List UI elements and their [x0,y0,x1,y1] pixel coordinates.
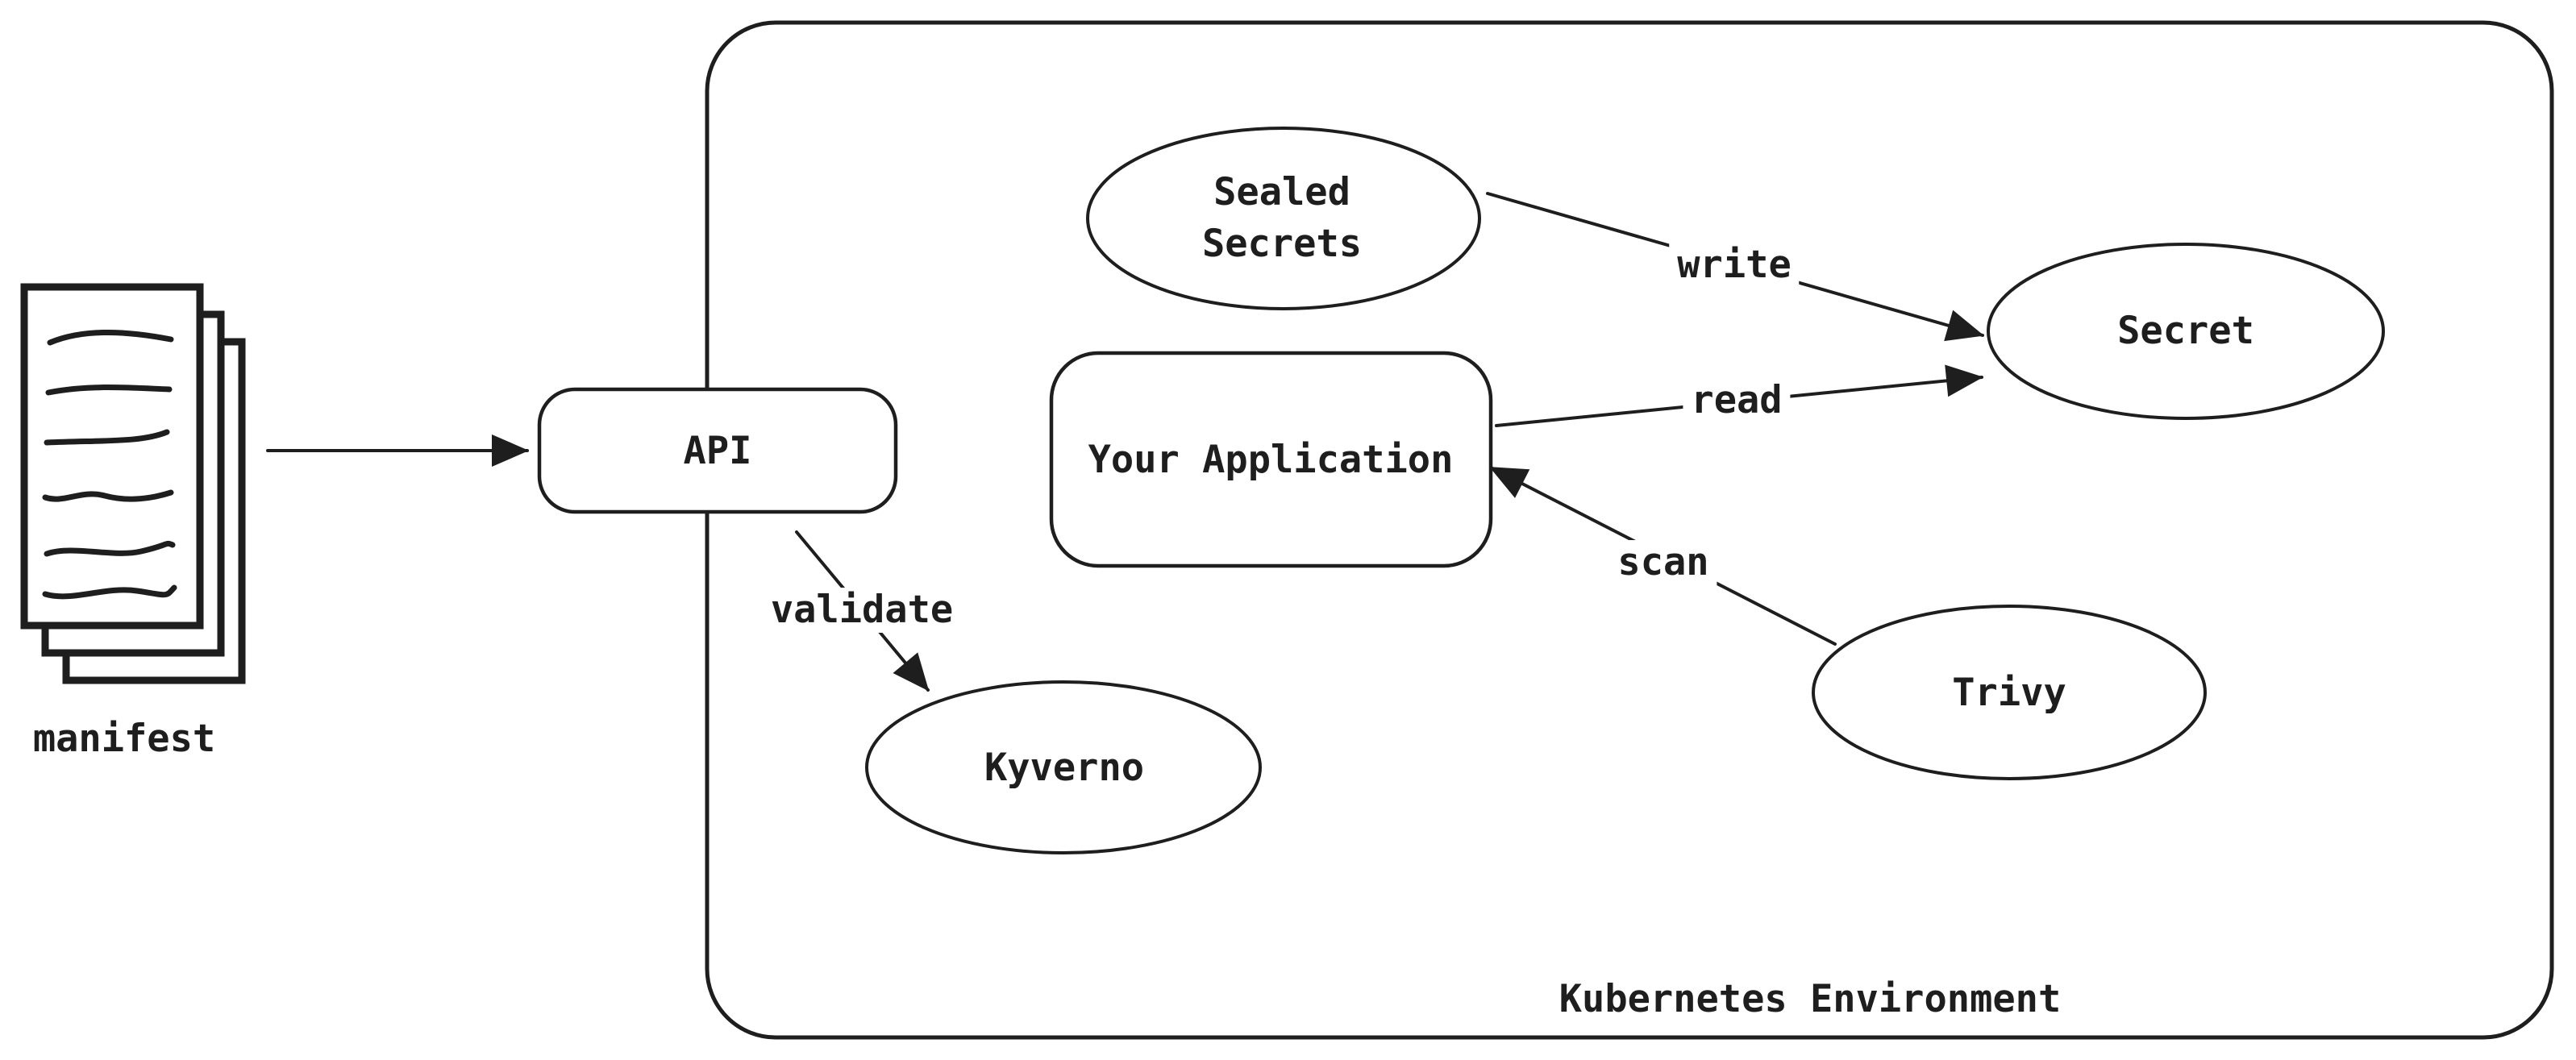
edge-label-validate: validate [762,588,962,633]
api-label: API [683,429,752,473]
document-stack-icon [20,283,246,684]
kyverno-label: Kyverno [984,746,1145,790]
sealed-secrets-label: Sealed Secrets [1202,167,1362,270]
kyverno-node-shape [865,680,1262,854]
trivy-node-shape [1812,605,2207,780]
secret-node-shape [1987,243,2385,420]
document-page-front [20,283,204,630]
document-text-lines [42,329,177,600]
kubernetes-environment-container [705,20,2554,1040]
sealed-secrets-node-shape [1086,127,1481,310]
sealed-secrets-label-line1: Sealed [1213,170,1350,214]
manifest-label: manifest [32,717,216,761]
your-application-node-shape [1049,351,1493,568]
your-application-label: Your Application [1088,438,1454,482]
api-node-shape [537,387,898,514]
edge-label-read: read [1683,378,1791,423]
secret-label: Secret [2117,309,2254,353]
trivy-label: Trivy [1952,671,2066,715]
edge-label-write: write [1669,243,1800,288]
edge-label-scan: scan [1609,540,1717,585]
kubernetes-environment-label: Kubernetes Environment [1559,977,2062,1021]
sealed-secrets-label-line2: Secrets [1201,222,1363,266]
